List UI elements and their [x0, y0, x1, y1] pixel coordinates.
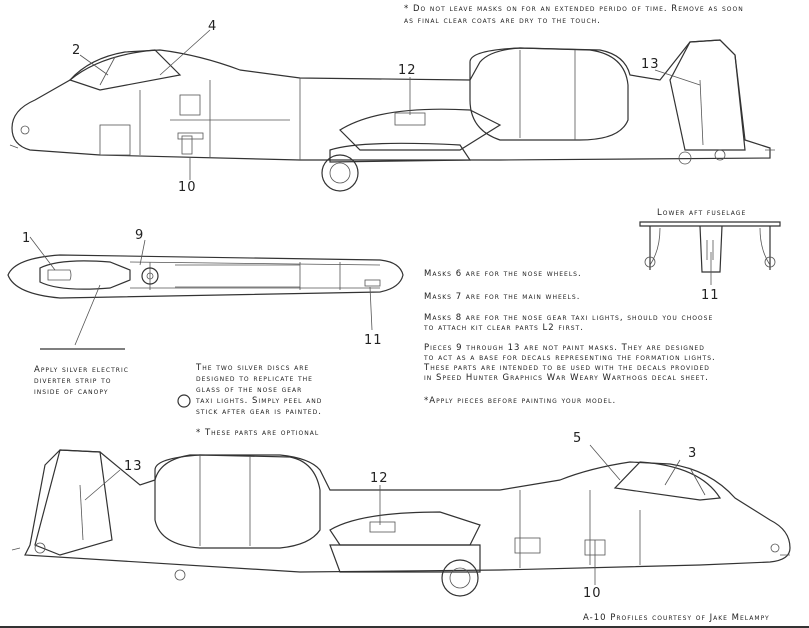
masks7-note: Masks 7 are for the main wheels.: [424, 292, 581, 302]
masks8-note-l2: to attach kit clear parts L2 first.: [424, 323, 584, 333]
callout-top-4: 4: [208, 19, 218, 34]
silver-discs-l2: designed to replicate the: [196, 374, 313, 384]
pieces-note-l1: Pieces 9 through 13 are not paint masks.…: [424, 343, 705, 353]
callout-top-10: 10: [178, 180, 197, 195]
callout-aft-11: 11: [701, 288, 720, 303]
lower-aft-fuselage-view: [639, 221, 781, 285]
masks6-note: Masks 6 are for the nose wheels.: [424, 269, 582, 279]
silver-strip-l1: Apply silver electric: [34, 365, 129, 375]
top-note-line1: * Do not leave masks on for an extended …: [404, 4, 744, 14]
pieces-note-l4: in Speed Hunter Graphics War Weary Warth…: [424, 373, 709, 383]
optional-note: * These parts are optional: [196, 428, 320, 438]
apply-before-note: *Apply pieces before painting your model…: [424, 396, 617, 406]
callout-mid-11: 11: [364, 333, 383, 348]
callout-bot-3: 3: [688, 446, 698, 461]
silver-disc-illustration: [177, 394, 191, 408]
pieces-note-l2: to act as a base for decals representing…: [424, 353, 716, 363]
callout-mid-1: 1: [22, 231, 32, 246]
pieces-note-l3: These parts are intended to be used with…: [424, 363, 710, 373]
callout-bot-12: 12: [370, 471, 389, 486]
callout-bot-5: 5: [573, 431, 583, 446]
silver-strip-l2: diverter strip to: [34, 376, 112, 386]
masks8-note-l1: Masks 8 are for the nose gear taxi light…: [424, 313, 714, 323]
callout-bot-13: 13: [124, 459, 143, 474]
callout-mid-9: 9: [135, 228, 145, 243]
silver-discs-l5: stick after gear is painted.: [196, 407, 322, 417]
callout-top-13: 13: [641, 57, 660, 72]
silver-discs-l3: glass of the nose gear: [196, 385, 303, 395]
bottom-rule: [0, 626, 809, 628]
callout-bot-10: 10: [583, 586, 602, 601]
credit-line: A-10 Profiles courtesy of Jake Melampy: [583, 613, 770, 623]
silver-discs-l1: The two silver discs are: [196, 363, 310, 373]
top-note-line2: as final clear coats are dry to the touc…: [404, 16, 601, 26]
callout-top-12: 12: [398, 63, 417, 78]
silver-strip-l3: inside of canopy: [34, 387, 109, 397]
lower-aft-label: Lower aft fuselage: [657, 208, 747, 218]
top-profile-aircraft: [9, 39, 775, 192]
top-view-fuselage: [7, 254, 404, 299]
callout-top-2: 2: [72, 43, 82, 58]
silver-discs-l4: taxi lights. Simply peel and: [196, 396, 323, 406]
bottom-profile-aircraft: [11, 449, 791, 597]
